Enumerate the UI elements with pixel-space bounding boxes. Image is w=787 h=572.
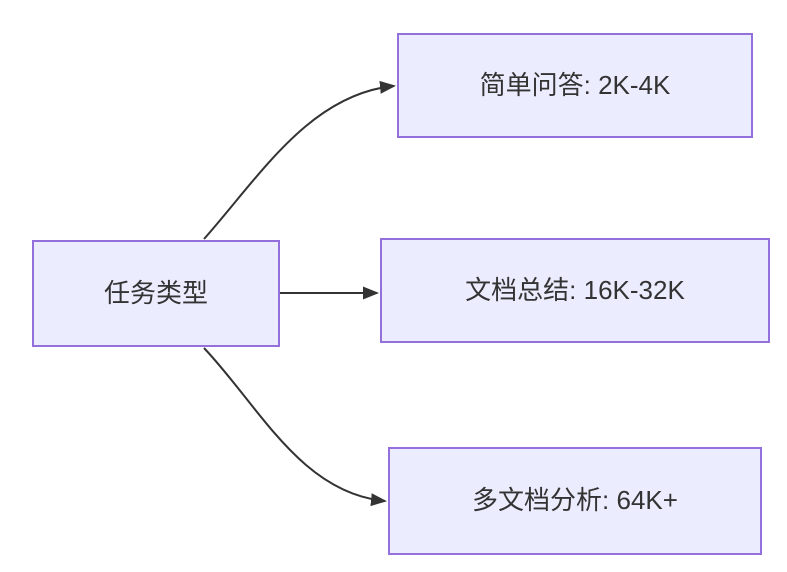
node-task-type-label: 任务类型 — [103, 277, 208, 308]
node-simple-qa: 简单问答: 2K-4K — [397, 33, 753, 138]
node-doc-summary: 文档总结: 16K-32K — [380, 238, 770, 343]
node-multidoc-analysis: 多文档分析: 64K+ — [388, 447, 762, 555]
node-simple-qa-label: 简单问答: 2K-4K — [479, 69, 671, 100]
node-multidoc-analysis-label: 多文档分析: 64K+ — [472, 485, 678, 516]
edge-root-to-simple-qa — [203, 80, 396, 240]
edge-root-to-multidoc — [203, 347, 387, 507]
node-task-type: 任务类型 — [32, 240, 280, 347]
node-doc-summary-label: 文档总结: 16K-32K — [465, 274, 685, 305]
